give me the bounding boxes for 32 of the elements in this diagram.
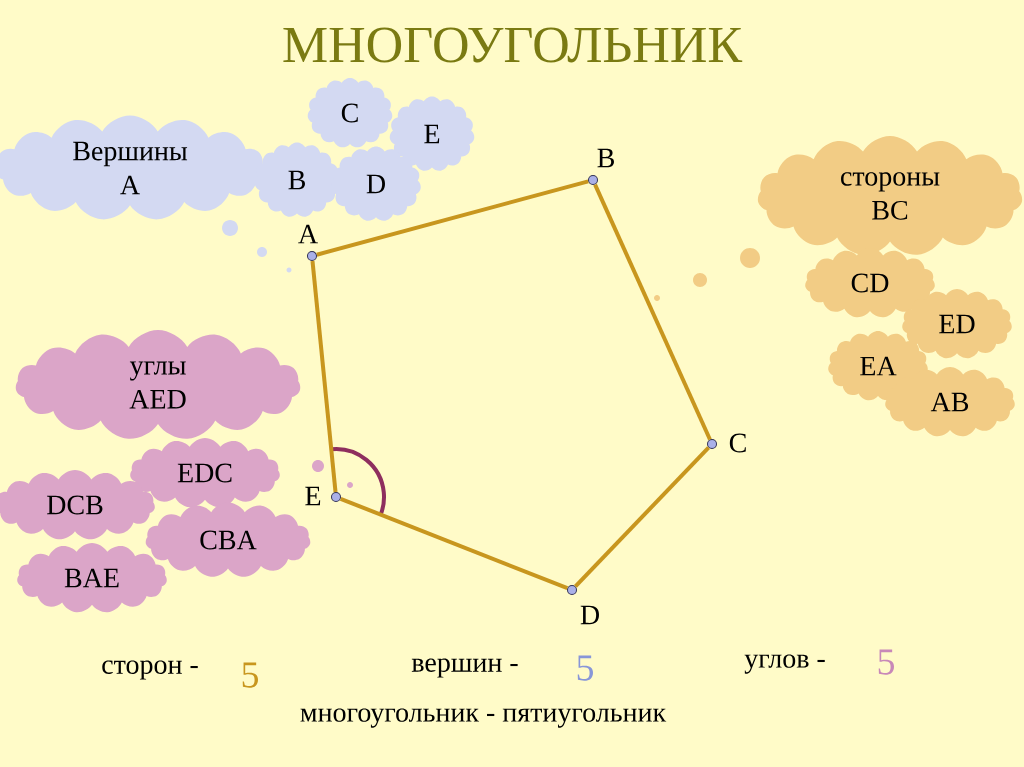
polygon-side [339, 496, 569, 591]
cloud: B [254, 142, 340, 217]
polygon-side [574, 446, 710, 588]
polygon-side [316, 179, 589, 257]
cloud: CD [805, 248, 935, 318]
caption-text: вершин - [411, 658, 518, 678]
cloud: EDC [130, 438, 280, 508]
cloud: DCB [0, 470, 155, 540]
cloud: BAE [17, 543, 167, 613]
cloud: D [331, 146, 421, 221]
node-label: DCB [47, 495, 103, 515]
cloud: ED [902, 289, 1012, 359]
count-number: 5 [878, 649, 894, 675]
node-label: CBA [200, 530, 257, 550]
vertex-label: B [597, 148, 614, 168]
caption-text: углов - [744, 654, 825, 674]
caption-text: сторон - [102, 660, 198, 680]
caption-text: многоугольник - пятиугольник [300, 708, 667, 728]
polygon-side [593, 183, 712, 441]
count-number: 5 [577, 655, 593, 681]
count-number: 5 [242, 662, 258, 688]
cloud: углы AED [15, 330, 301, 439]
node-label: ED [939, 314, 975, 334]
title: МНОГОУГОЛЬНИК [283, 27, 743, 63]
vertex-label: D [580, 605, 599, 625]
cloud: C [307, 78, 393, 148]
vertex-label: C [729, 433, 746, 453]
polygon-side [310, 260, 338, 493]
vertex-label: A [298, 224, 318, 244]
cloud: E [389, 96, 475, 171]
cloud: стороны BC [757, 136, 1023, 255]
cloud: Вершины A [0, 115, 265, 220]
